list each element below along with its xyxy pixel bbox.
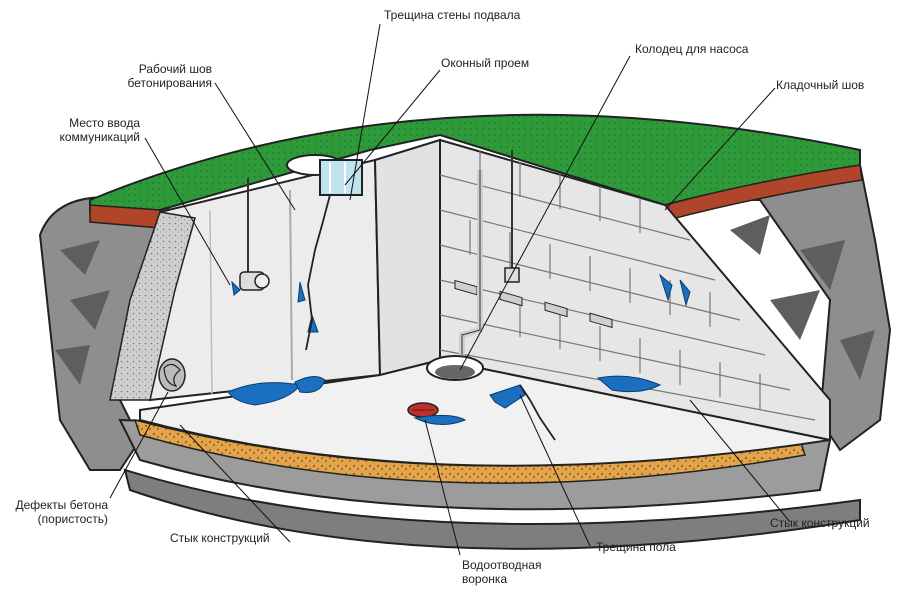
center-wall [373,138,441,377]
label-basement-wall-crack: Трещина стены подвала [384,8,521,22]
rock-ground [38,163,892,471]
label-masonry-joint: Кладочный шов [776,78,865,92]
window-opening [286,154,363,196]
label-working-joint: Рабочий шов бетонирования [127,62,212,90]
cracks [305,194,556,441]
leader-lines [109,23,791,556]
utility-entry [239,178,270,291]
grass-surface [89,113,863,229]
label-floor-crack: Трещина пола [596,540,676,554]
concrete-defect [158,358,186,392]
block-wall [439,138,831,442]
label-drain-funnel: Водоотводная воронка [462,558,542,586]
label-joint-left: Стык конструкций [170,531,270,545]
label-sump-well: Колодец для насоса [635,42,749,56]
label-concrete-defects: Дефекты бетона (пористость) [15,498,108,526]
label-window-opening: Оконный проем [441,56,530,70]
label-utility-entry: Место ввода коммуникаций [59,116,141,144]
label-joint-right: Стык конструкций [770,516,870,530]
drain-funnel [407,402,439,418]
water-leaks [227,273,691,425]
sump-well [426,355,484,381]
